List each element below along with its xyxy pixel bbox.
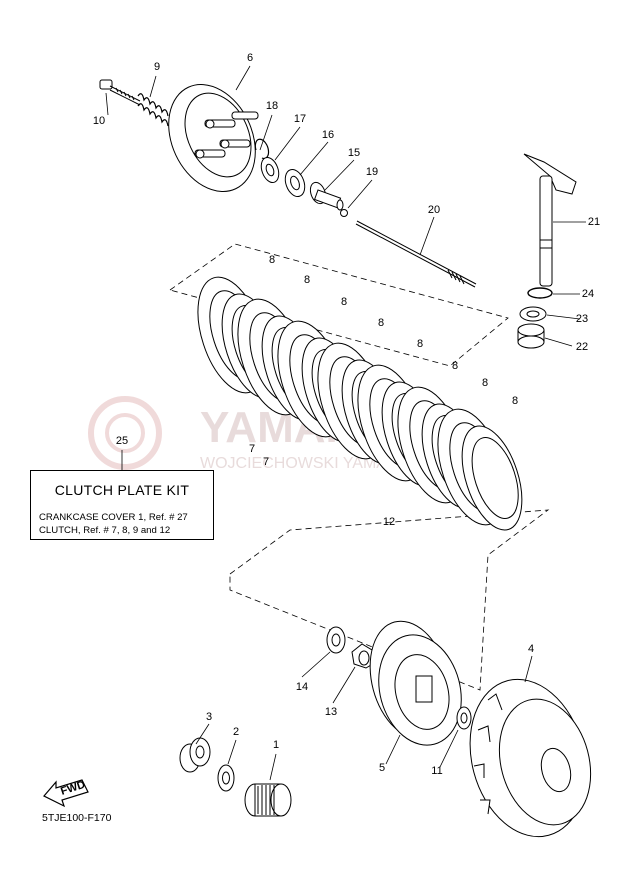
part-18-circlip bbox=[254, 138, 270, 160]
callout-8: 8 bbox=[417, 338, 423, 350]
friction-and-clutch-plates bbox=[197, 276, 523, 531]
kit-note-crankcase: CRANKCASE COVER 1, Ref. # 27 bbox=[39, 512, 188, 523]
part-14-nut bbox=[326, 626, 346, 654]
part-21-push-lever-shaft bbox=[523, 153, 577, 287]
part-9-spring bbox=[137, 93, 169, 127]
plate-set-frame-lower bbox=[229, 509, 550, 691]
callout-8: 8 bbox=[512, 395, 518, 407]
callout-6: 6 bbox=[247, 52, 253, 64]
callout-labels: 1234567788888888910111213141516171819202… bbox=[93, 52, 600, 777]
callout-21: 21 bbox=[588, 216, 600, 228]
plate-inner-ring bbox=[471, 437, 519, 519]
callout-22: 22 bbox=[576, 341, 588, 353]
part-20-push-rod bbox=[355, 220, 477, 288]
part-3-oil-seal bbox=[179, 737, 211, 773]
callout-4: 4 bbox=[528, 643, 534, 655]
part-11-washer bbox=[456, 706, 472, 730]
callout-1: 1 bbox=[273, 739, 279, 751]
callout-8: 8 bbox=[482, 377, 488, 389]
callout-24: 24 bbox=[582, 288, 594, 300]
part-17-washer bbox=[260, 156, 280, 184]
callout-12: 12 bbox=[383, 516, 395, 528]
callout-8: 8 bbox=[269, 254, 275, 266]
callout-13: 13 bbox=[325, 706, 337, 718]
callout-20: 20 bbox=[428, 204, 440, 216]
fwd-arrow-icon: FWD bbox=[43, 779, 89, 808]
plate-set-frame-upper bbox=[169, 243, 509, 367]
diagram-code: 5TJE100-F170 bbox=[42, 812, 112, 824]
callout-9: 9 bbox=[154, 61, 160, 73]
callout-19: 19 bbox=[366, 166, 378, 178]
part-2-washer bbox=[217, 764, 235, 792]
callout-8: 8 bbox=[341, 296, 347, 308]
part-4-clutch-housing bbox=[469, 678, 592, 838]
callout-17: 17 bbox=[294, 113, 306, 125]
callout-16: 16 bbox=[322, 129, 334, 141]
clutch-plate-kit-box: CLUTCH PLATE KIT CRANKCASE COVER 1, Ref.… bbox=[30, 470, 214, 540]
callout-18: 18 bbox=[266, 100, 278, 112]
part-15-push-piece bbox=[309, 181, 344, 211]
part-1-spacer-bearing bbox=[244, 783, 292, 817]
callout-10: 10 bbox=[93, 115, 105, 127]
leader-lines bbox=[105, 65, 586, 781]
callout-8: 8 bbox=[378, 317, 384, 329]
kit-note-clutch: CLUTCH, Ref. # 7, 8, 9 and 12 bbox=[39, 525, 171, 536]
part-10-bolt bbox=[99, 79, 141, 106]
callout-23: 23 bbox=[576, 313, 588, 325]
watermark-sub: WOJCIECHOWSKI YAMAHA bbox=[200, 455, 410, 472]
watermark-logo bbox=[88, 396, 162, 470]
callout-5: 5 bbox=[379, 762, 385, 774]
part-23-oil-seal bbox=[519, 306, 547, 322]
part-6-pressure-plate bbox=[168, 84, 259, 192]
callout-8: 8 bbox=[452, 360, 458, 372]
part-5-clutch-boss bbox=[369, 620, 462, 746]
part-19-ball bbox=[340, 209, 348, 217]
callout-8: 8 bbox=[304, 274, 310, 286]
callout-15: 15 bbox=[348, 147, 360, 159]
part-24-circlip bbox=[527, 287, 553, 299]
callout-14: 14 bbox=[296, 681, 308, 693]
part-16-bearing bbox=[284, 168, 306, 198]
callout-11: 11 bbox=[431, 765, 442, 777]
callout-25: 25 bbox=[116, 435, 128, 447]
callout-7-left: 7 bbox=[249, 443, 255, 455]
callout-3: 3 bbox=[206, 711, 212, 723]
callout-2: 2 bbox=[233, 726, 239, 738]
callout-7: 7 bbox=[263, 456, 269, 468]
part-22-bearing bbox=[517, 323, 545, 349]
kit-title: CLUTCH PLATE KIT bbox=[54, 482, 190, 498]
